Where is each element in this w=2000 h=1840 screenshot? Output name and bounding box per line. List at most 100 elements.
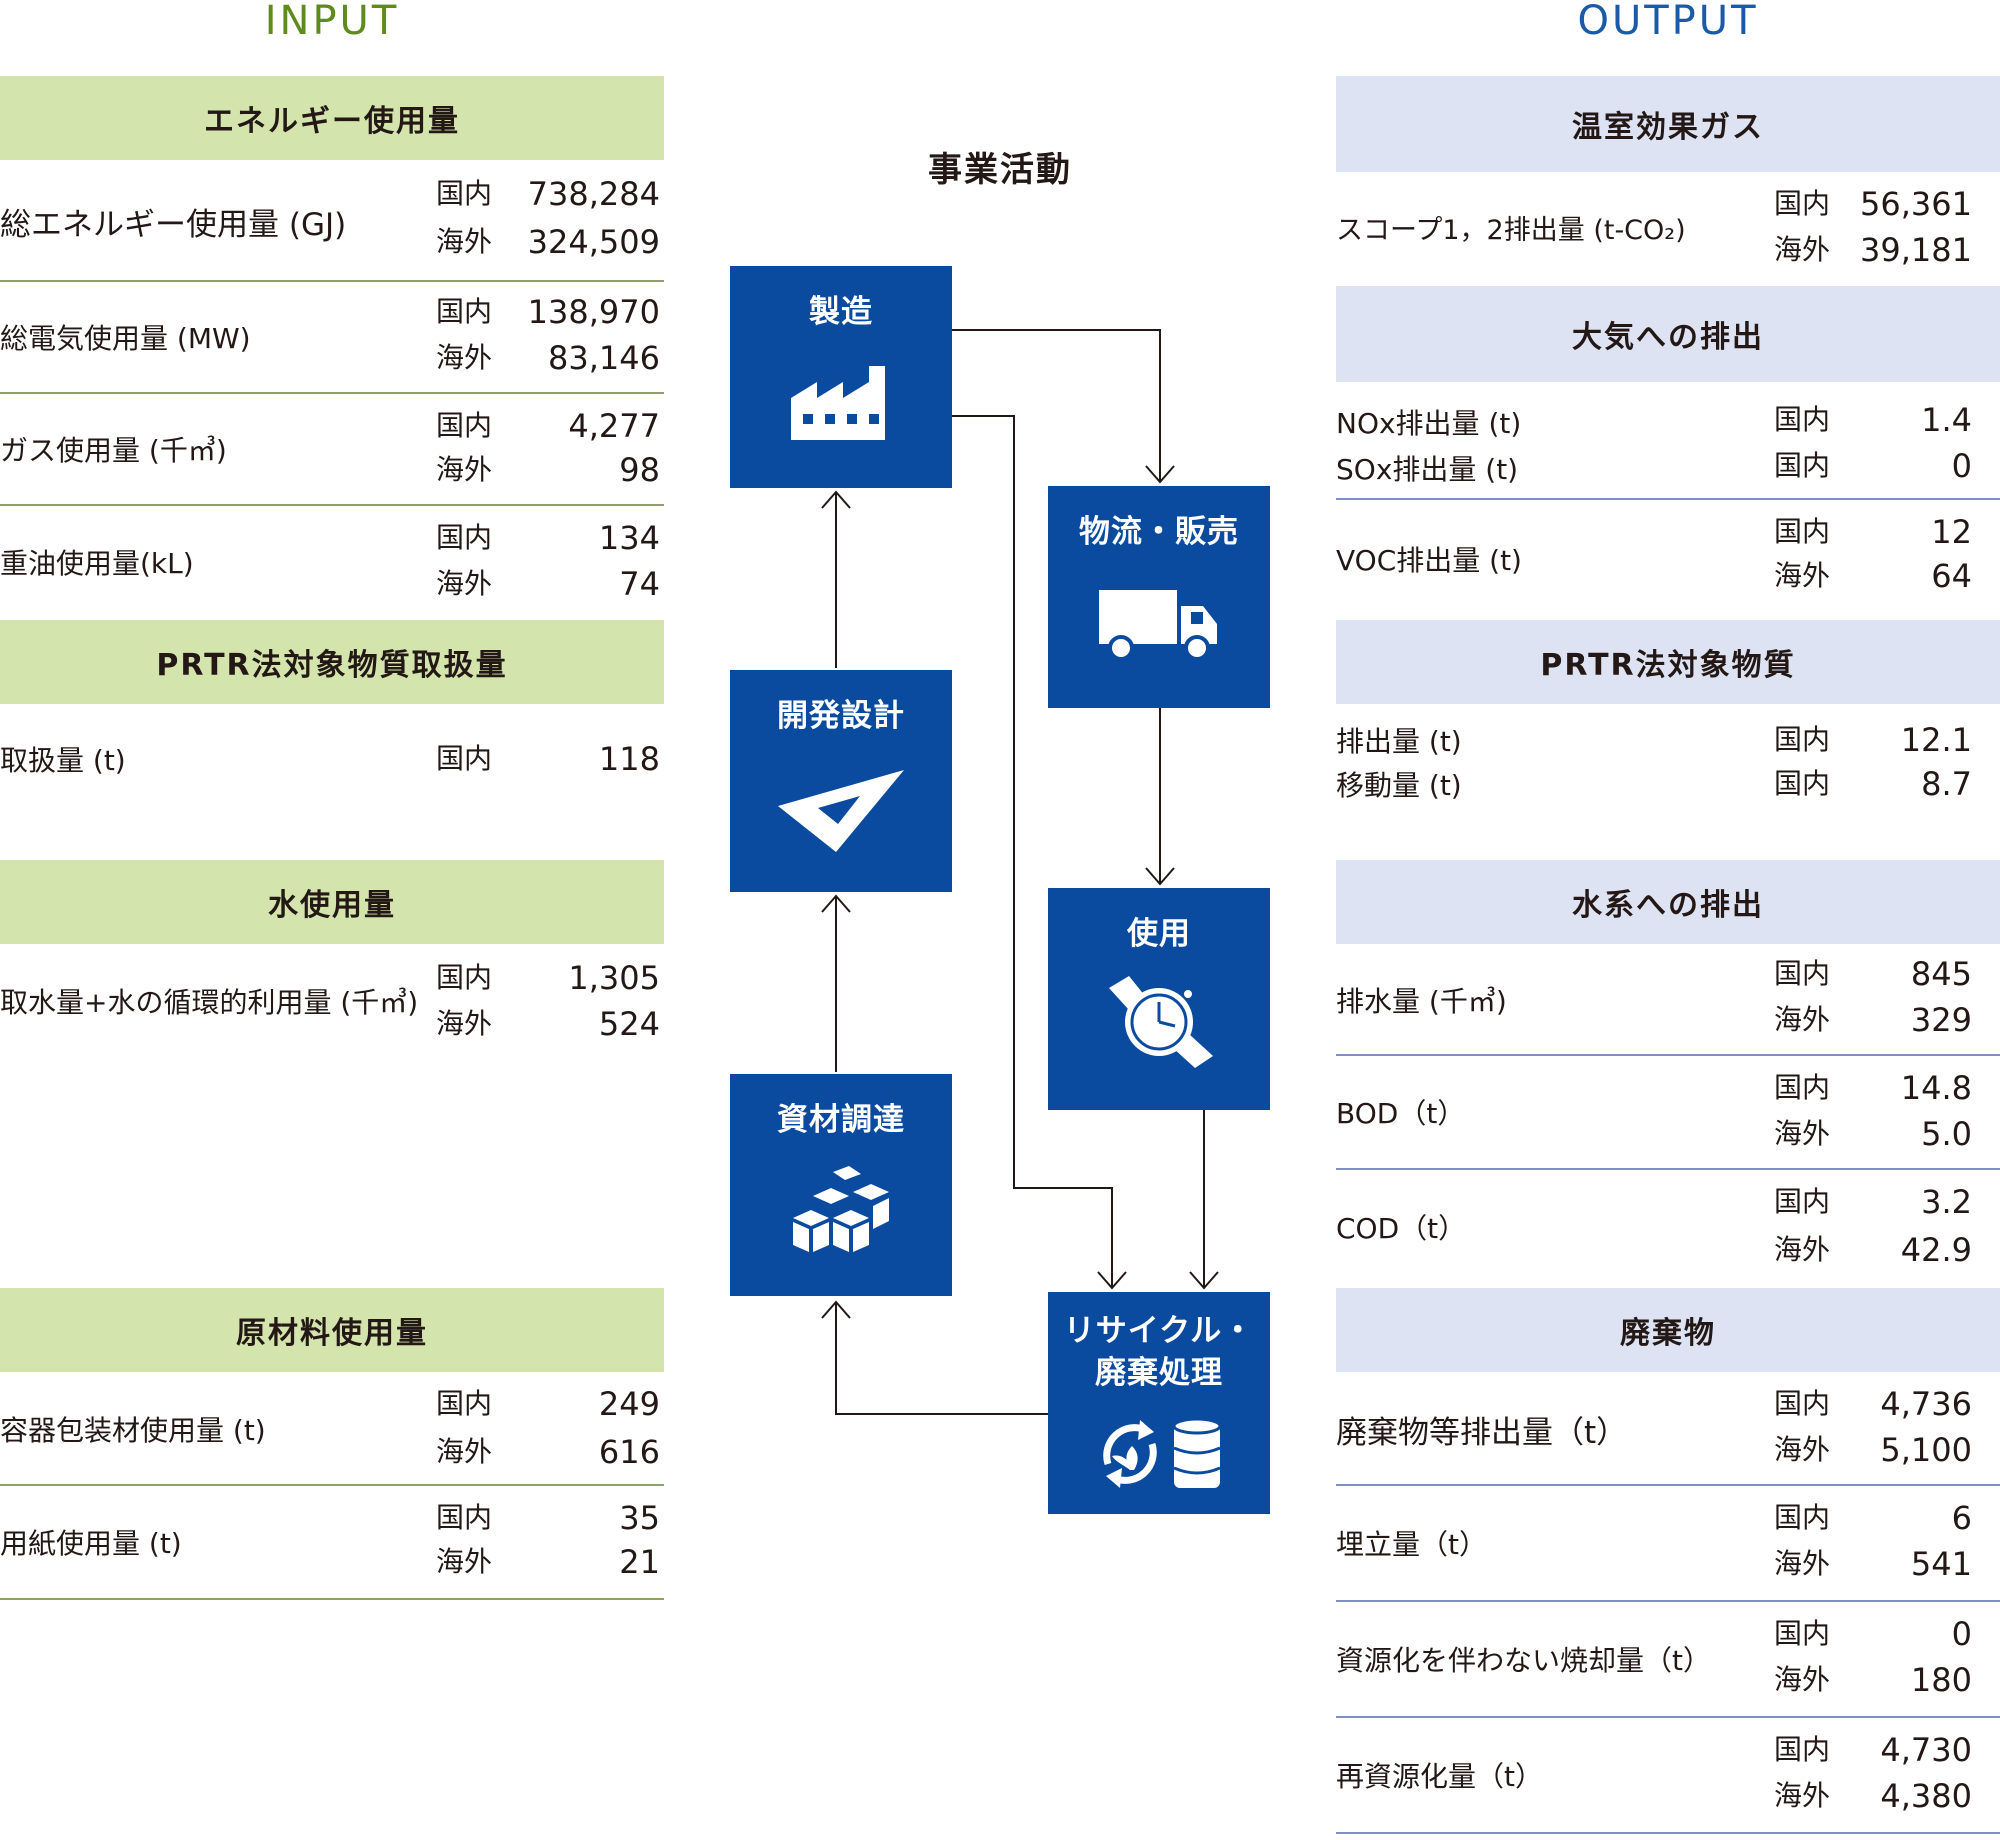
region-overseas: 海外 bbox=[1774, 1003, 1831, 1036]
region-domestic: 国内 bbox=[1774, 515, 1831, 548]
use-label: 使用 bbox=[1127, 916, 1191, 952]
recycle-label-line2: 廃棄処理 bbox=[1095, 1355, 1223, 1391]
value: 42.9 bbox=[1900, 1231, 1972, 1269]
value: 0 bbox=[1951, 1615, 1972, 1653]
region-domestic: 国内 bbox=[436, 177, 493, 210]
nox-label: NOx排出量 (t) bbox=[1336, 407, 1522, 440]
wastewater-row: 排水量 (千㎥) 国内 845 海外 329 bbox=[1336, 946, 2000, 1056]
arrow-manufacturing-to-recycle bbox=[950, 415, 1113, 1288]
row-label: 取水量+水の循環的利用量 (千㎥) bbox=[0, 986, 419, 1019]
region-overseas: 海外 bbox=[436, 453, 493, 486]
design-box: 開発設計 bbox=[730, 670, 952, 892]
region-domestic: 国内 bbox=[1774, 723, 1831, 756]
value: 14.8 bbox=[1900, 1069, 1972, 1107]
prtr-input-header: PRTR法対象物質取扱量 bbox=[0, 620, 664, 704]
value: 4,736 bbox=[1880, 1385, 1972, 1423]
row-label: 用紙使用量 (t) bbox=[0, 1527, 182, 1560]
procurement-label: 資材調達 bbox=[777, 1102, 905, 1138]
triangle-ruler-icon bbox=[778, 770, 904, 852]
value: 12 bbox=[1931, 513, 1972, 551]
boxes-icon bbox=[793, 1166, 889, 1252]
logistics-box: 物流・販売 bbox=[1048, 486, 1270, 708]
value: 4,380 bbox=[1880, 1777, 1972, 1815]
row-label: COD（t） bbox=[1336, 1212, 1467, 1245]
materials-header: 原材料使用量 bbox=[0, 1288, 664, 1372]
region-domestic: 国内 bbox=[1774, 1071, 1831, 1104]
energy-header: エネルギー使用量 bbox=[0, 76, 664, 160]
region-domestic: 国内 bbox=[1774, 1185, 1831, 1218]
region-domestic: 国内 bbox=[1774, 449, 1831, 482]
region-overseas: 海外 bbox=[1774, 1433, 1831, 1466]
region-domestic: 国内 bbox=[1774, 767, 1831, 800]
value: 5.0 bbox=[1921, 1115, 1972, 1153]
air-header: 大気への排出 bbox=[1336, 286, 2000, 382]
truck-icon bbox=[1099, 590, 1217, 661]
row-label: 再資源化量（t） bbox=[1336, 1760, 1543, 1793]
value: 249 bbox=[598, 1385, 660, 1423]
row-label: 重油使用量(kL) bbox=[0, 547, 194, 580]
waste-header: 廃棄物 bbox=[1336, 1288, 2000, 1372]
row-label: 埋立量（t） bbox=[1336, 1528, 1487, 1561]
recycle-label-line1: リサイクル・ bbox=[1063, 1313, 1255, 1349]
recycle-label: リサイクル・ 廃棄処理 bbox=[1048, 1310, 1270, 1394]
value: 39,181 bbox=[1860, 231, 1972, 269]
value: 8.7 bbox=[1921, 765, 1972, 803]
value: 1,305 bbox=[568, 959, 660, 997]
manufacturing-label: 製造 bbox=[809, 294, 873, 330]
water-input-header: 水使用量 bbox=[0, 860, 664, 944]
region-domestic: 国内 bbox=[1774, 403, 1831, 436]
sox-label: SOx排出量 (t) bbox=[1336, 453, 1519, 486]
region-domestic: 国内 bbox=[1774, 187, 1831, 220]
value: 74 bbox=[619, 565, 660, 603]
value: 118 bbox=[598, 740, 660, 778]
flow-title: 事業活動 bbox=[928, 150, 1072, 190]
region-domestic: 国内 bbox=[1774, 1733, 1831, 1766]
region-domestic: 国内 bbox=[436, 742, 493, 775]
region-domestic: 国内 bbox=[1774, 957, 1831, 990]
logistics-label: 物流・販売 bbox=[1079, 514, 1239, 550]
use-box: 使用 bbox=[1048, 888, 1270, 1110]
value: 845 bbox=[1910, 955, 1972, 993]
row-label: 排水量 (千㎥) bbox=[1336, 985, 1507, 1018]
row-label: 容器包装材使用量 (t) bbox=[0, 1414, 266, 1447]
region-overseas: 海外 bbox=[436, 567, 493, 600]
region-domestic: 国内 bbox=[436, 1387, 493, 1420]
value: 83,146 bbox=[548, 339, 660, 377]
water-output-header: 水系への排出 bbox=[1336, 860, 2000, 944]
value: 524 bbox=[598, 1005, 660, 1043]
value: 56,361 bbox=[1860, 185, 1972, 223]
value: 541 bbox=[1910, 1545, 1972, 1583]
row-label: 総エネルギー使用量 (GJ) bbox=[0, 206, 347, 243]
input-title: INPUT bbox=[264, 0, 400, 44]
value: 98 bbox=[619, 451, 660, 489]
value: 324,509 bbox=[527, 223, 660, 261]
region-overseas: 海外 bbox=[1774, 233, 1831, 266]
value: 12.1 bbox=[1900, 721, 1972, 759]
row-label: BOD（t） bbox=[1336, 1097, 1466, 1130]
value: 329 bbox=[1910, 1001, 1972, 1039]
region-domestic: 国内 bbox=[1774, 1617, 1831, 1650]
value: 21 bbox=[619, 1543, 660, 1581]
region-overseas: 海外 bbox=[436, 1435, 493, 1468]
region-overseas: 海外 bbox=[1774, 559, 1831, 592]
region-domestic: 国内 bbox=[436, 409, 493, 442]
value: 6 bbox=[1951, 1499, 1972, 1537]
region-overseas: 海外 bbox=[436, 341, 493, 374]
row-label: 資源化を伴わない焼却量（t） bbox=[1336, 1644, 1711, 1677]
value: 4,730 bbox=[1880, 1731, 1972, 1769]
region-domestic: 国内 bbox=[436, 1501, 493, 1534]
